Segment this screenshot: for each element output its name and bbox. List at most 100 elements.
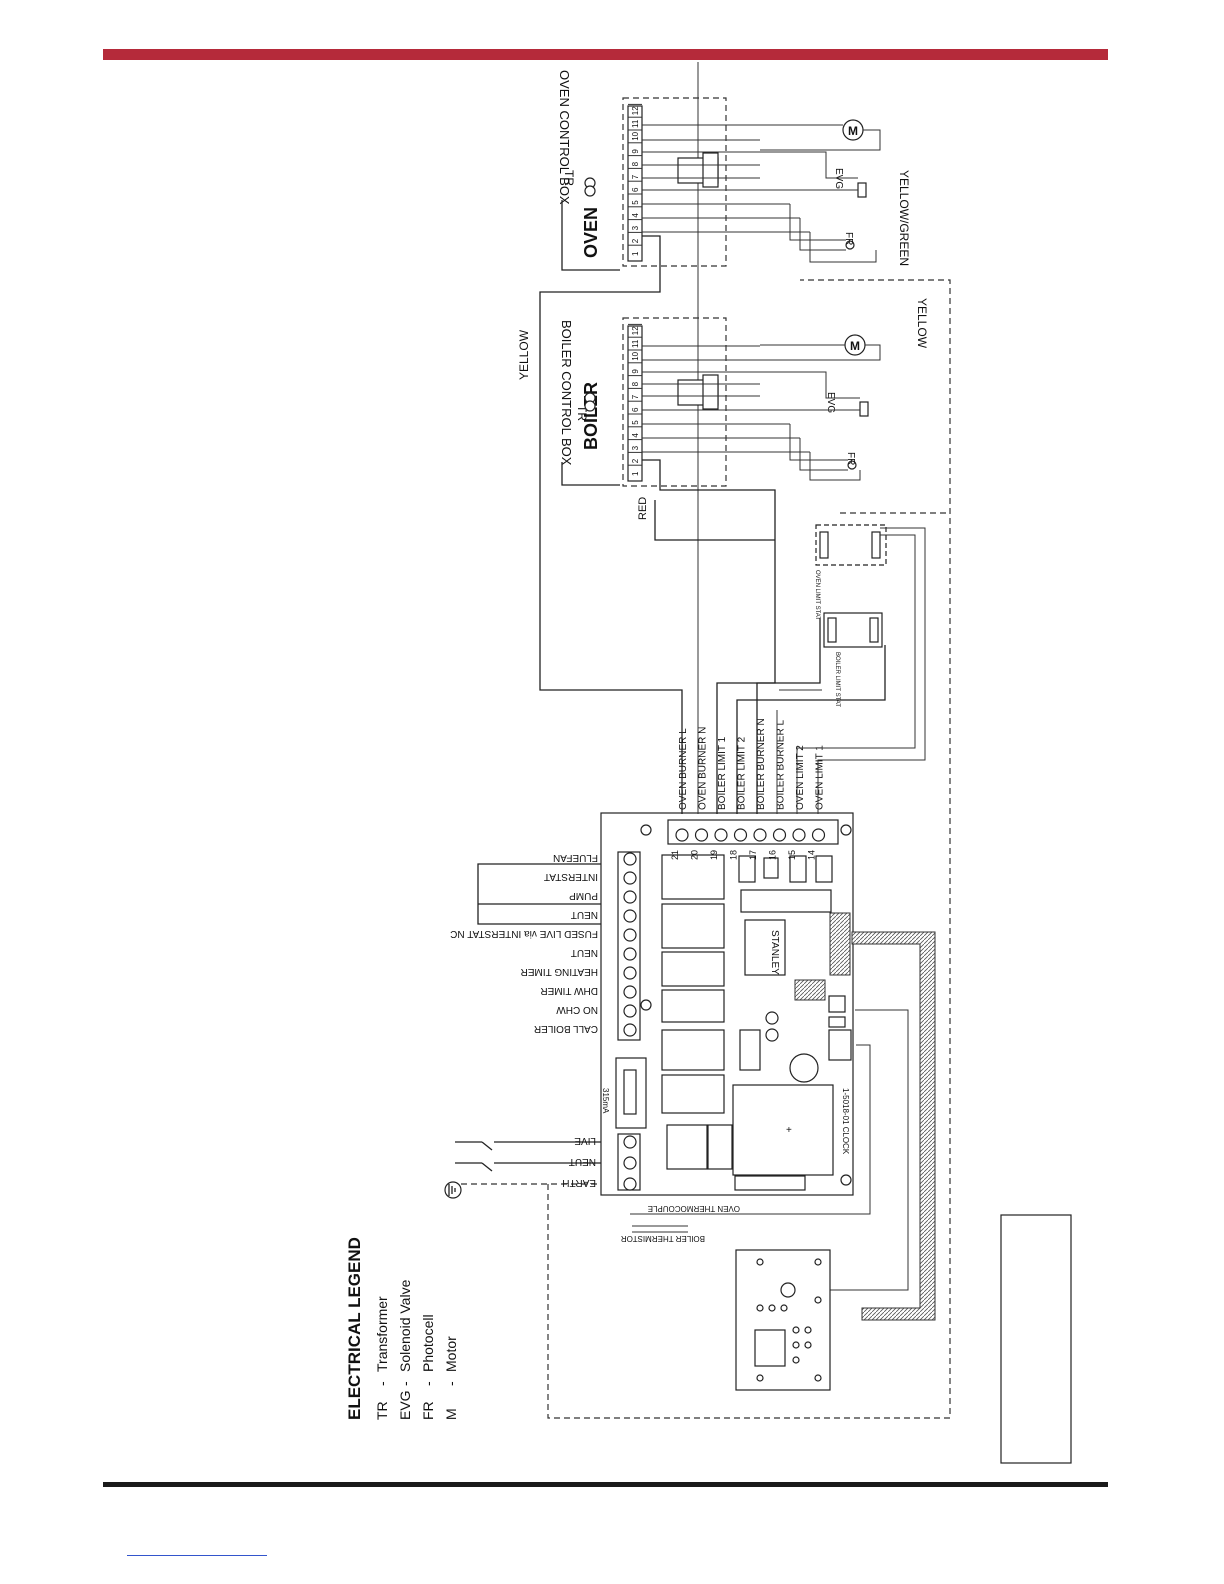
terminal-screw [733,828,748,842]
oven-transformer-icon [584,177,596,197]
box-terminal-number: 1 [631,251,640,256]
red-wire-label: RED [637,497,649,520]
terminal-screw [753,828,767,842]
terminal-number: 17 [748,850,758,860]
earth-loop [547,279,951,1419]
terminal-label: INTERSTAT [544,871,598,882]
terminal-number: 19 [709,850,719,860]
box-terminal-number: 9 [631,149,640,154]
terminal-label: HEATING TIMER [521,966,598,977]
control-board: + STANLEY 315mA 1-5018-01 CLOCK [600,812,854,1196]
terminal-screw [623,1156,637,1170]
terminal-label: BOILER BURNER N [756,718,767,810]
svg-text:-: - [397,1381,413,1386]
yellow-wire-label: YELLOW [517,329,531,380]
terminal-label: OVEN BURNER L [678,728,689,810]
earth-symbol-icon [444,1181,462,1199]
terminal-label: BOILER BURNER L [776,720,787,810]
box-terminal-number: 2 [631,238,640,243]
svg-text:-: - [443,1381,459,1386]
terminal-screw [623,928,637,942]
mains-terminal-label: LIVE [574,1135,596,1146]
box-terminal-number: 7 [631,174,640,179]
terminal-label: FUSED LIVE via INTERSTAT NC [450,928,598,939]
terminal-label: OVEN BURNER N [698,727,709,810]
boiler-control-label: BOILER CONTROL BOX [559,320,574,466]
terminal-screw [623,947,637,961]
terminal-label: BOILER LIMIT 1 [717,736,728,810]
terminal-screw [694,828,709,842]
oven-thermocouple: OVEN THERMOCOUPLE [630,1044,871,1215]
mains-terminal-label: EARTH [562,1177,596,1188]
terminal-screw [623,909,637,923]
boiler-evg-icon: EVG [825,392,869,417]
svg-text:M: M [850,339,860,353]
terminal-label: BOILER LIMIT 2 [737,736,748,810]
box-terminal-number: 6 [631,187,640,192]
box-terminal-number: 12 [631,326,640,335]
oven-limit-stat: OVEN LIMIT STAT [814,524,887,620]
svg-text:EVG: EVG [825,392,836,413]
display-cable [851,931,936,1321]
box-terminal-number: 1 [631,471,640,476]
mains-switch-icon [455,1141,620,1185]
oven-components: M EVG FR [760,119,881,263]
footer-link-underline[interactable] [127,1555,267,1556]
svg-text:FR: FR [845,452,856,465]
terminal-label: NO CHW [556,1004,598,1015]
terminal-screw [623,985,637,999]
box-terminal-number: 11 [631,119,640,128]
box-terminal-number: 3 [631,225,640,230]
boiler-transformer-icon [584,392,596,412]
box-terminal-number: 6 [631,407,640,412]
svg-text:EVG: EVG [833,168,844,189]
box-terminal-number: 4 [631,213,640,218]
oven-fr-icon: FR [843,232,855,250]
svg-text:-: - [420,1381,436,1386]
legend-code: M [443,1408,459,1420]
mains-terminal-label: NEUT [569,1156,596,1167]
svg-text:-: - [374,1381,390,1386]
box-terminal-number: 2 [631,458,640,463]
terminal-number: 15 [787,850,797,860]
box-terminal-number: 5 [631,200,640,205]
terminal-label: FLUEFAN [553,852,598,863]
terminal-screw [623,1135,637,1149]
terminal-screw [811,828,826,842]
terminal-label: NEUT [571,909,598,920]
terminal-screw [623,1004,637,1018]
terminal-screw [623,1023,637,1037]
svg-text:FR: FR [843,232,854,245]
box-terminal-number: 10 [631,351,640,360]
yellow-green-wire-label: YELLOW/GREEN [897,170,911,266]
oven-evg-icon: EVG [833,168,867,198]
box-terminal-number: 4 [631,433,640,438]
terminal-screw [623,966,637,980]
boiler-components: M EVG FR [760,334,881,481]
legend-code: TR [374,1401,390,1420]
box-terminal-number: 3 [631,445,640,450]
legend-item: FR - Photocell [420,1314,436,1420]
oven-motor-icon: M [842,119,864,141]
oven-control-label: OVEN CONTROL BOX [557,70,572,205]
title-block-box [1000,1214,1072,1464]
remote-display-panel [735,1249,831,1391]
legend-desc: Transformer [374,1296,390,1372]
oven-limit-stat-label: OVEN LIMIT STAT [814,570,820,620]
terminal-screw [623,1177,637,1191]
terminal-screw [623,871,637,885]
terminal-screw [675,828,689,842]
terminal-number: 18 [729,850,739,860]
legend-item: EVG - Solenoid Valve [397,1279,413,1420]
fuse-label: 315mA [601,1088,610,1114]
timer-wiring [477,863,620,925]
bottom-rule [103,1482,1108,1487]
terminal-number: 21 [670,850,680,860]
terminal-number: 16 [768,850,778,860]
mains-terminal-labels: EARTH NEUT LIVE [562,1135,637,1191]
board-model: 1-5018-01 CLOCK [841,1088,850,1155]
